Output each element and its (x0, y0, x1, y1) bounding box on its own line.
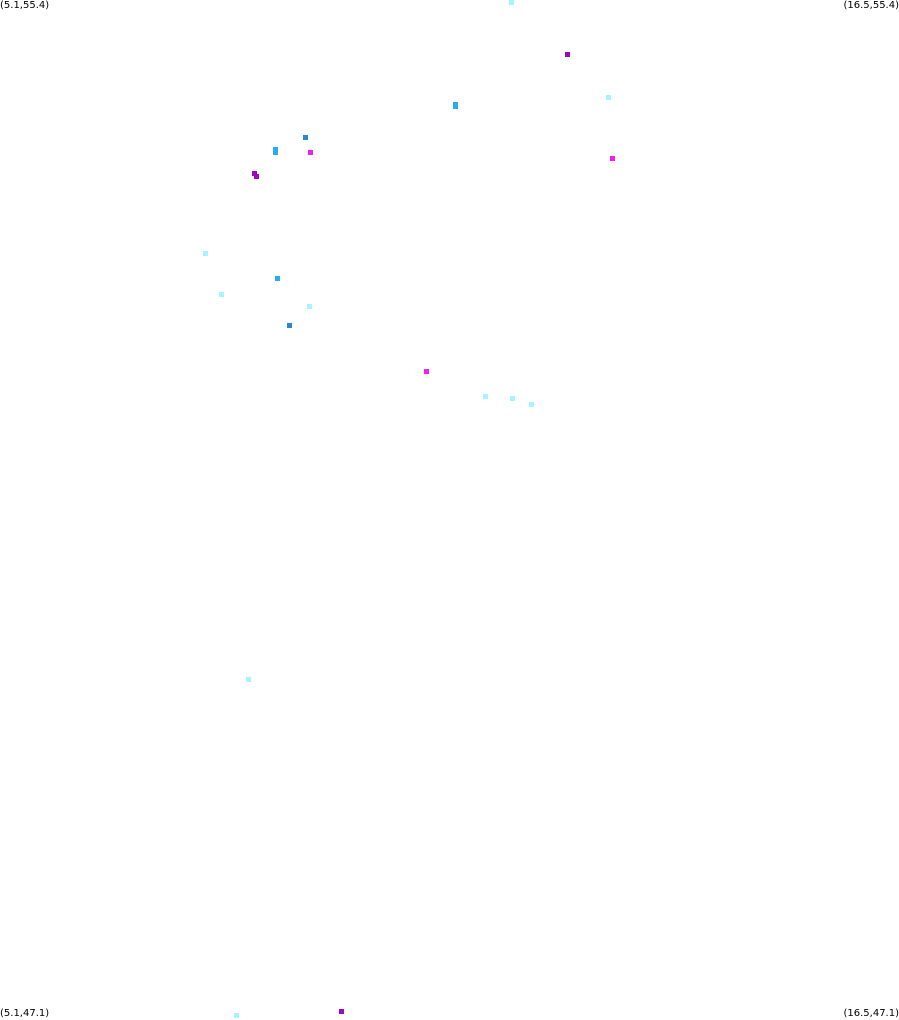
map-marker-5[interactable] (453, 101, 459, 107)
map-marker-2[interactable] (564, 51, 570, 57)
map-marker-9[interactable] (308, 149, 314, 155)
corner-label-bottom-right: (16.5,47.1) (843, 1008, 899, 1019)
map-marker-23[interactable] (338, 1008, 344, 1014)
map-marker-15[interactable] (219, 292, 225, 298)
map-marker-16[interactable] (306, 303, 312, 309)
corner-label-top-left: (5.1,55.4) (0, 0, 50, 11)
map-marker-8[interactable] (272, 147, 278, 153)
map-marker-12[interactable] (253, 174, 259, 180)
corner-label-top-right: (16.5,55.4) (843, 0, 899, 11)
map-marker-17[interactable] (286, 323, 292, 329)
map-marker-20[interactable] (510, 395, 516, 401)
map-marker-10[interactable] (610, 156, 616, 162)
map-marker-6[interactable] (303, 135, 309, 141)
map-marker-13[interactable] (202, 250, 208, 256)
map-marker-22[interactable] (245, 677, 251, 683)
map-marker-3[interactable] (606, 94, 612, 100)
map-marker-24[interactable] (234, 1012, 240, 1018)
map-marker-11[interactable] (252, 170, 258, 176)
map-marker-1[interactable] (508, 0, 514, 5)
corner-label-bottom-left: (5.1,47.1) (0, 1008, 50, 1019)
map-marker-14[interactable] (275, 276, 281, 282)
map-marker-18[interactable] (424, 368, 430, 374)
map-marker-19[interactable] (483, 394, 489, 400)
map-marker-21[interactable] (529, 401, 534, 407)
